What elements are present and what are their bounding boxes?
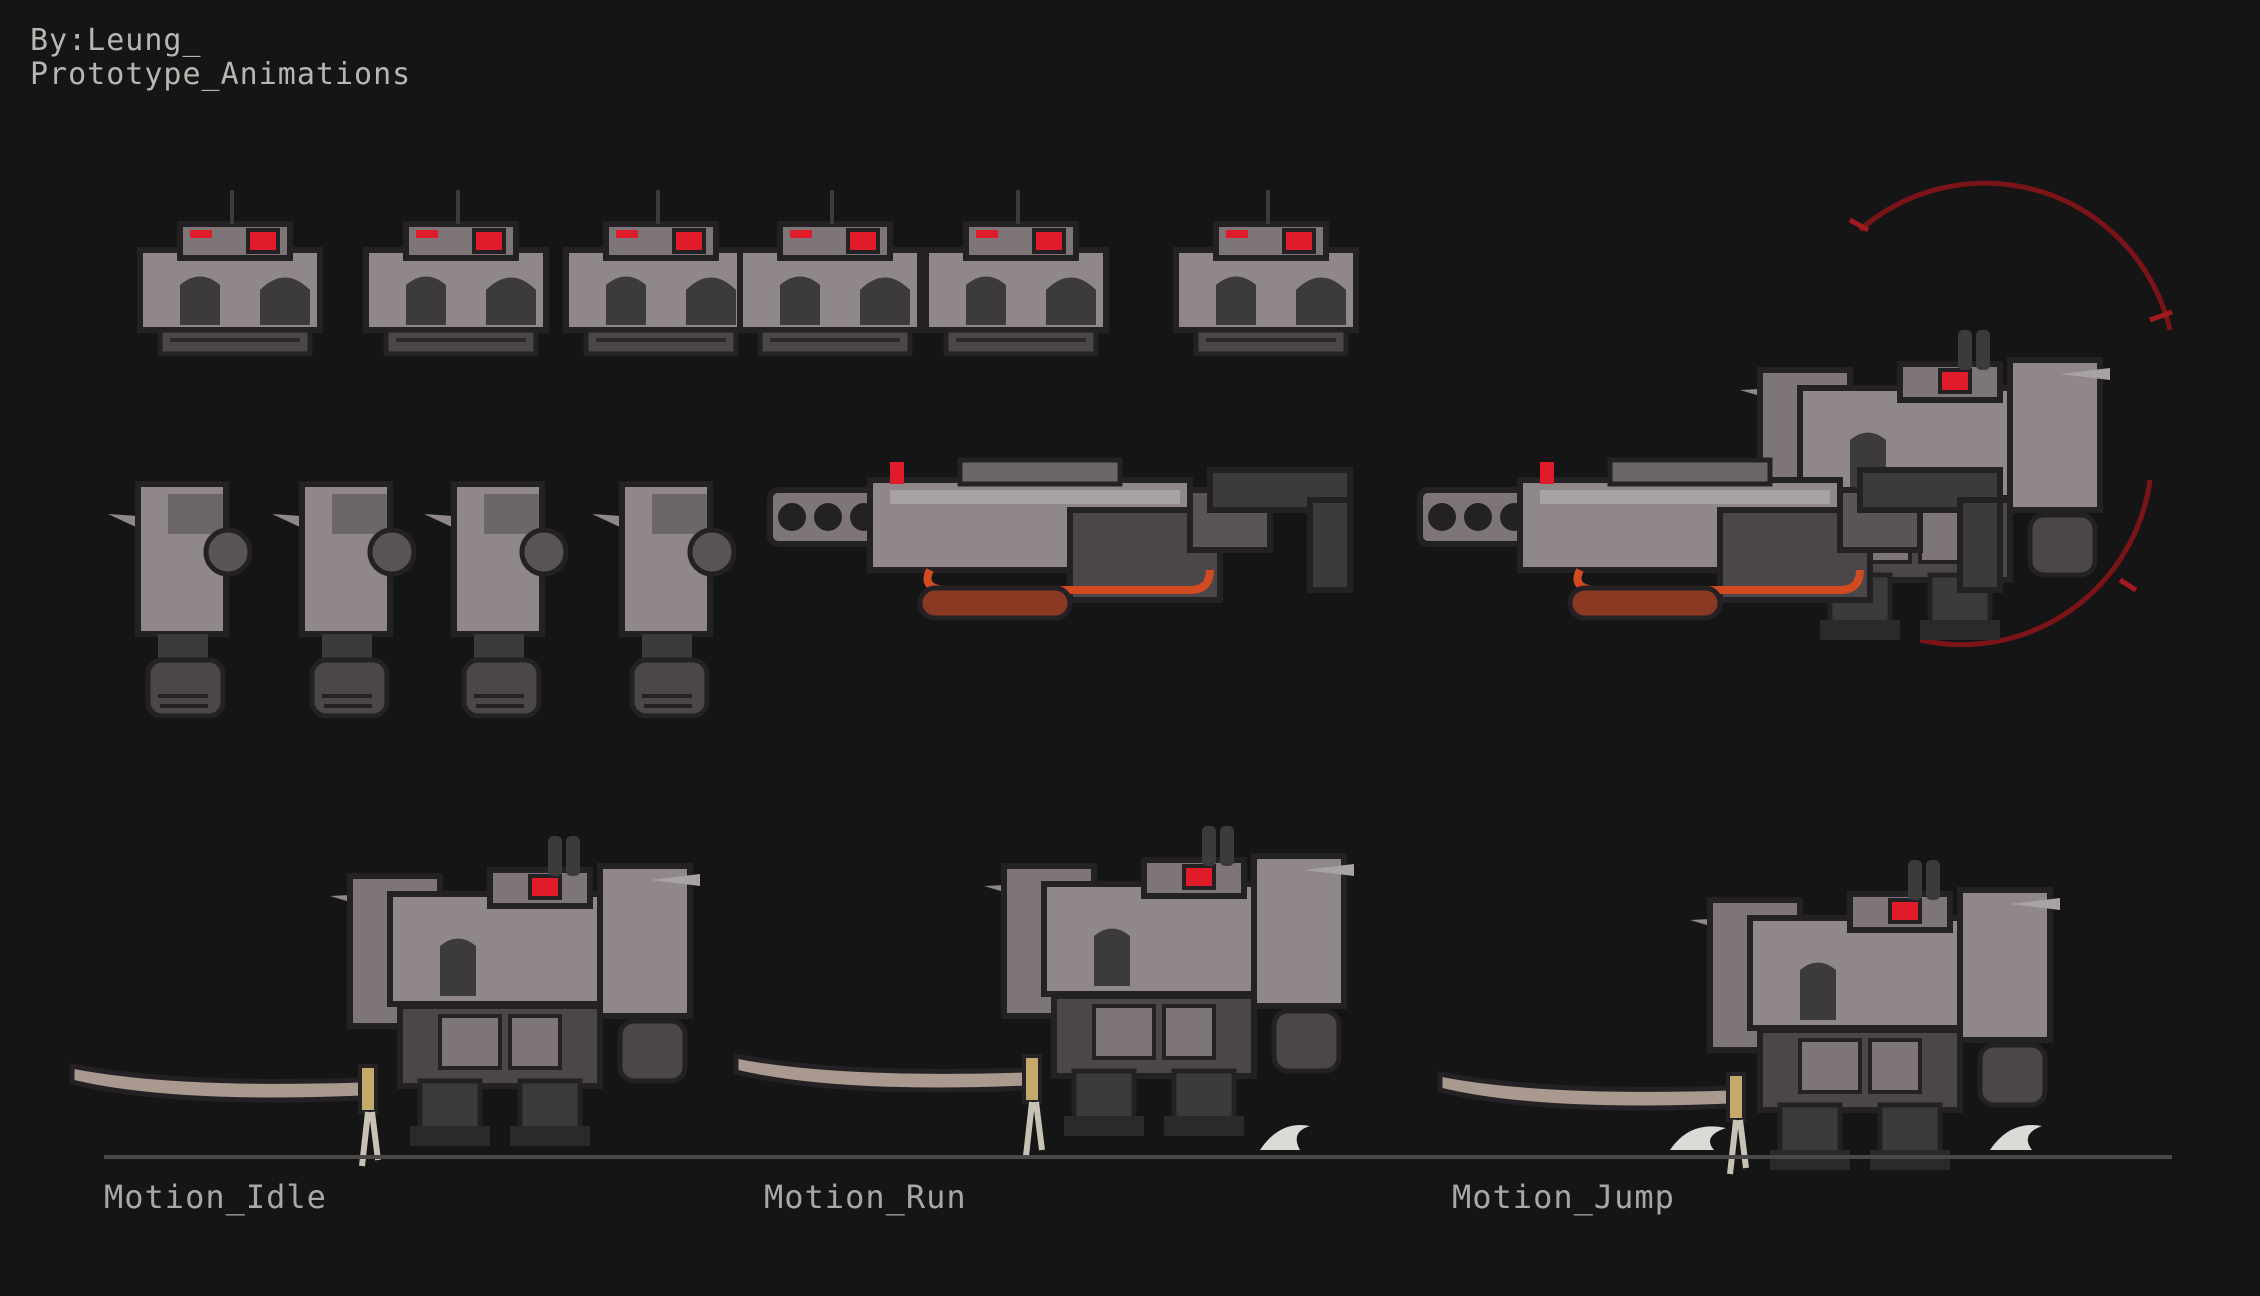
title-label: Prototype_Animations xyxy=(30,57,412,92)
armed-mech xyxy=(1420,180,2173,648)
dust-effect xyxy=(1260,1125,1310,1150)
arm-frame-4 xyxy=(592,484,734,716)
arm-frame-1 xyxy=(108,484,250,716)
idle-pose xyxy=(72,836,700,1166)
arm-frame-2 xyxy=(272,484,414,716)
ground-line xyxy=(104,1155,2172,1159)
label-motion-run: Motion_Run xyxy=(764,1178,967,1216)
dust-effect-right xyxy=(1990,1125,2042,1150)
label-motion-idle: Motion_Idle xyxy=(104,1178,327,1216)
head-frame-3 xyxy=(566,190,746,354)
arm-frame-3 xyxy=(424,484,566,716)
author-label: By:Leung_ xyxy=(30,23,202,58)
head-frame-5 xyxy=(926,190,1106,354)
run-pose xyxy=(736,826,1354,1156)
gun-sprite xyxy=(770,460,1350,618)
label-motion-jump: Motion_Jump xyxy=(1452,1178,1675,1216)
red-aura-ring xyxy=(1858,180,2173,648)
head-frame-1 xyxy=(140,190,320,354)
head-frame-4 xyxy=(740,190,920,354)
credit-text: By:Leung_ Prototype_Animations xyxy=(30,24,411,92)
head-frame-6 xyxy=(1176,190,1356,354)
head-frame-2 xyxy=(366,190,546,354)
dust-effect-left xyxy=(1670,1126,1726,1150)
jump-pose xyxy=(1440,860,2060,1174)
